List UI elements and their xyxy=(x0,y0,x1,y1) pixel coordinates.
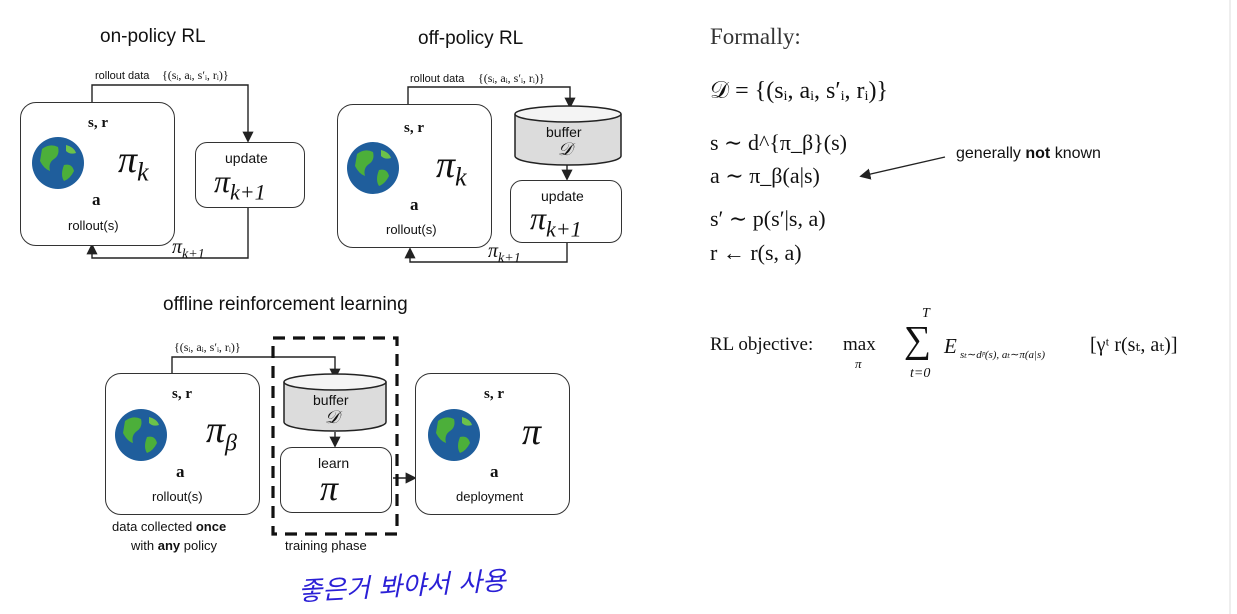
objective-body: [γᵗ r(sₜ, aₜ)] xyxy=(1090,334,1178,356)
formal-line-s: s ∼ d^{π_β}(s) xyxy=(710,130,847,155)
objective-E-sub: sₜ∼dᵖ(s), aₜ∼π(a|s) xyxy=(960,349,1045,361)
offpolicy-tuple: {(sᵢ, aᵢ, s′ᵢ, rᵢ)} xyxy=(478,71,545,85)
offpolicy-data-arrow xyxy=(407,86,576,109)
offline-pi-beta: πβ xyxy=(206,409,237,457)
offpolicy-title: off-policy RL xyxy=(418,28,524,49)
globe-icon xyxy=(345,140,401,201)
offpolicy-rollouts: rollout(s) xyxy=(386,222,437,237)
training-phase-box xyxy=(271,336,399,536)
note-arrow xyxy=(859,156,946,180)
deploy-label: deployment xyxy=(456,489,524,504)
offpolicy-a: a xyxy=(410,195,419,214)
onpolicy-rollouts: rollout(s) xyxy=(68,218,119,233)
onpolicy-update-label: update xyxy=(225,150,268,166)
deploy-s-r: s, r xyxy=(484,386,504,402)
offline-learn-box xyxy=(280,447,392,513)
offline-s-r: s, r xyxy=(172,386,192,402)
objective-sum-top: T xyxy=(922,306,930,321)
offpolicy-rollout-data-label: rollout data xyxy=(410,73,465,85)
offline-caption-line2: with any policy xyxy=(131,538,217,553)
offline-buffer-D: 𝒟 xyxy=(325,407,340,427)
offline-rollouts: rollout(s) xyxy=(152,489,203,504)
onpolicy-s-r: s, r xyxy=(88,115,108,131)
formal-dataset: 𝒟 = {(sᵢ, aᵢ, s′ᵢ, rᵢ)} xyxy=(710,78,888,104)
deploy-a: a xyxy=(490,462,499,481)
offpolicy-feedback-arrow xyxy=(404,242,568,263)
offpolicy-s-r: s, r xyxy=(404,120,424,136)
objective-sum-bottom: t=0 xyxy=(910,366,931,381)
deploy-env-box xyxy=(415,373,570,515)
onpolicy-tuple: {(sᵢ, aᵢ, s′ᵢ, rᵢ)} xyxy=(162,68,229,82)
onpolicy-title: on-policy RL xyxy=(100,26,206,47)
formal-line-sp: s′ ∼ p(s′|s, a) xyxy=(710,206,826,231)
offline-a: a xyxy=(176,462,185,481)
offline-learn-label: learn xyxy=(318,455,350,471)
formal-heading: Formally: xyxy=(710,24,801,49)
offline-tuple: {(sᵢ, aᵢ, s′ᵢ, rᵢ)} xyxy=(174,340,241,354)
offline-caption-line1: data collected once xyxy=(112,519,227,534)
offpolicy-buffer-label: buffer xyxy=(546,124,582,140)
objective-label: RL objective: xyxy=(710,334,814,355)
offpolicy-update-label: update xyxy=(541,188,584,204)
deploy-pi: π xyxy=(522,411,542,453)
offline-buffer-cylinder xyxy=(282,372,388,439)
onpolicy-feedback-pi: πk+1 xyxy=(172,236,205,262)
offline-training-phase-label: training phase xyxy=(285,538,367,553)
offline-buffer-label: buffer xyxy=(313,392,349,408)
offpolicy-update-box xyxy=(510,180,622,243)
objective-max-sub: π xyxy=(855,356,862,371)
offline-title: offline reinforcement learning xyxy=(163,294,408,315)
objective-max: max xyxy=(843,334,876,355)
offpolicy-pi-next: πk+1 xyxy=(530,200,582,242)
globe-icon xyxy=(30,135,86,196)
offpolicy-buffer-D: 𝒟 xyxy=(558,139,573,159)
offline-learn-pi: π xyxy=(320,468,339,508)
onpolicy-pi-next: πk+1 xyxy=(214,163,266,205)
offpolicy-feedback-pi: πk+1 xyxy=(488,240,521,266)
onpolicy-data-arrow xyxy=(91,84,254,143)
formal-line-r: r ← r(s, a) xyxy=(710,240,802,265)
formal-line-a: a ∼ π_β(a|s) xyxy=(710,163,820,188)
globe-icon xyxy=(113,407,169,468)
onpolicy-update-box xyxy=(195,142,305,208)
offline-data-arrow xyxy=(171,356,341,380)
globe-icon xyxy=(426,407,482,468)
onpolicy-a: a xyxy=(92,190,101,209)
onpolicy-rollout-data-label: rollout data xyxy=(95,70,150,82)
offpolicy-buffer-cylinder xyxy=(513,104,623,173)
objective-E: E xyxy=(944,334,957,358)
offpolicy-pi: πk xyxy=(436,144,467,192)
onpolicy-feedback-arrow xyxy=(86,208,249,259)
formal-note: generally not known xyxy=(956,145,1101,162)
onpolicy-pi: πk xyxy=(118,139,149,187)
objective-sum-sign: ∑ xyxy=(904,319,932,361)
